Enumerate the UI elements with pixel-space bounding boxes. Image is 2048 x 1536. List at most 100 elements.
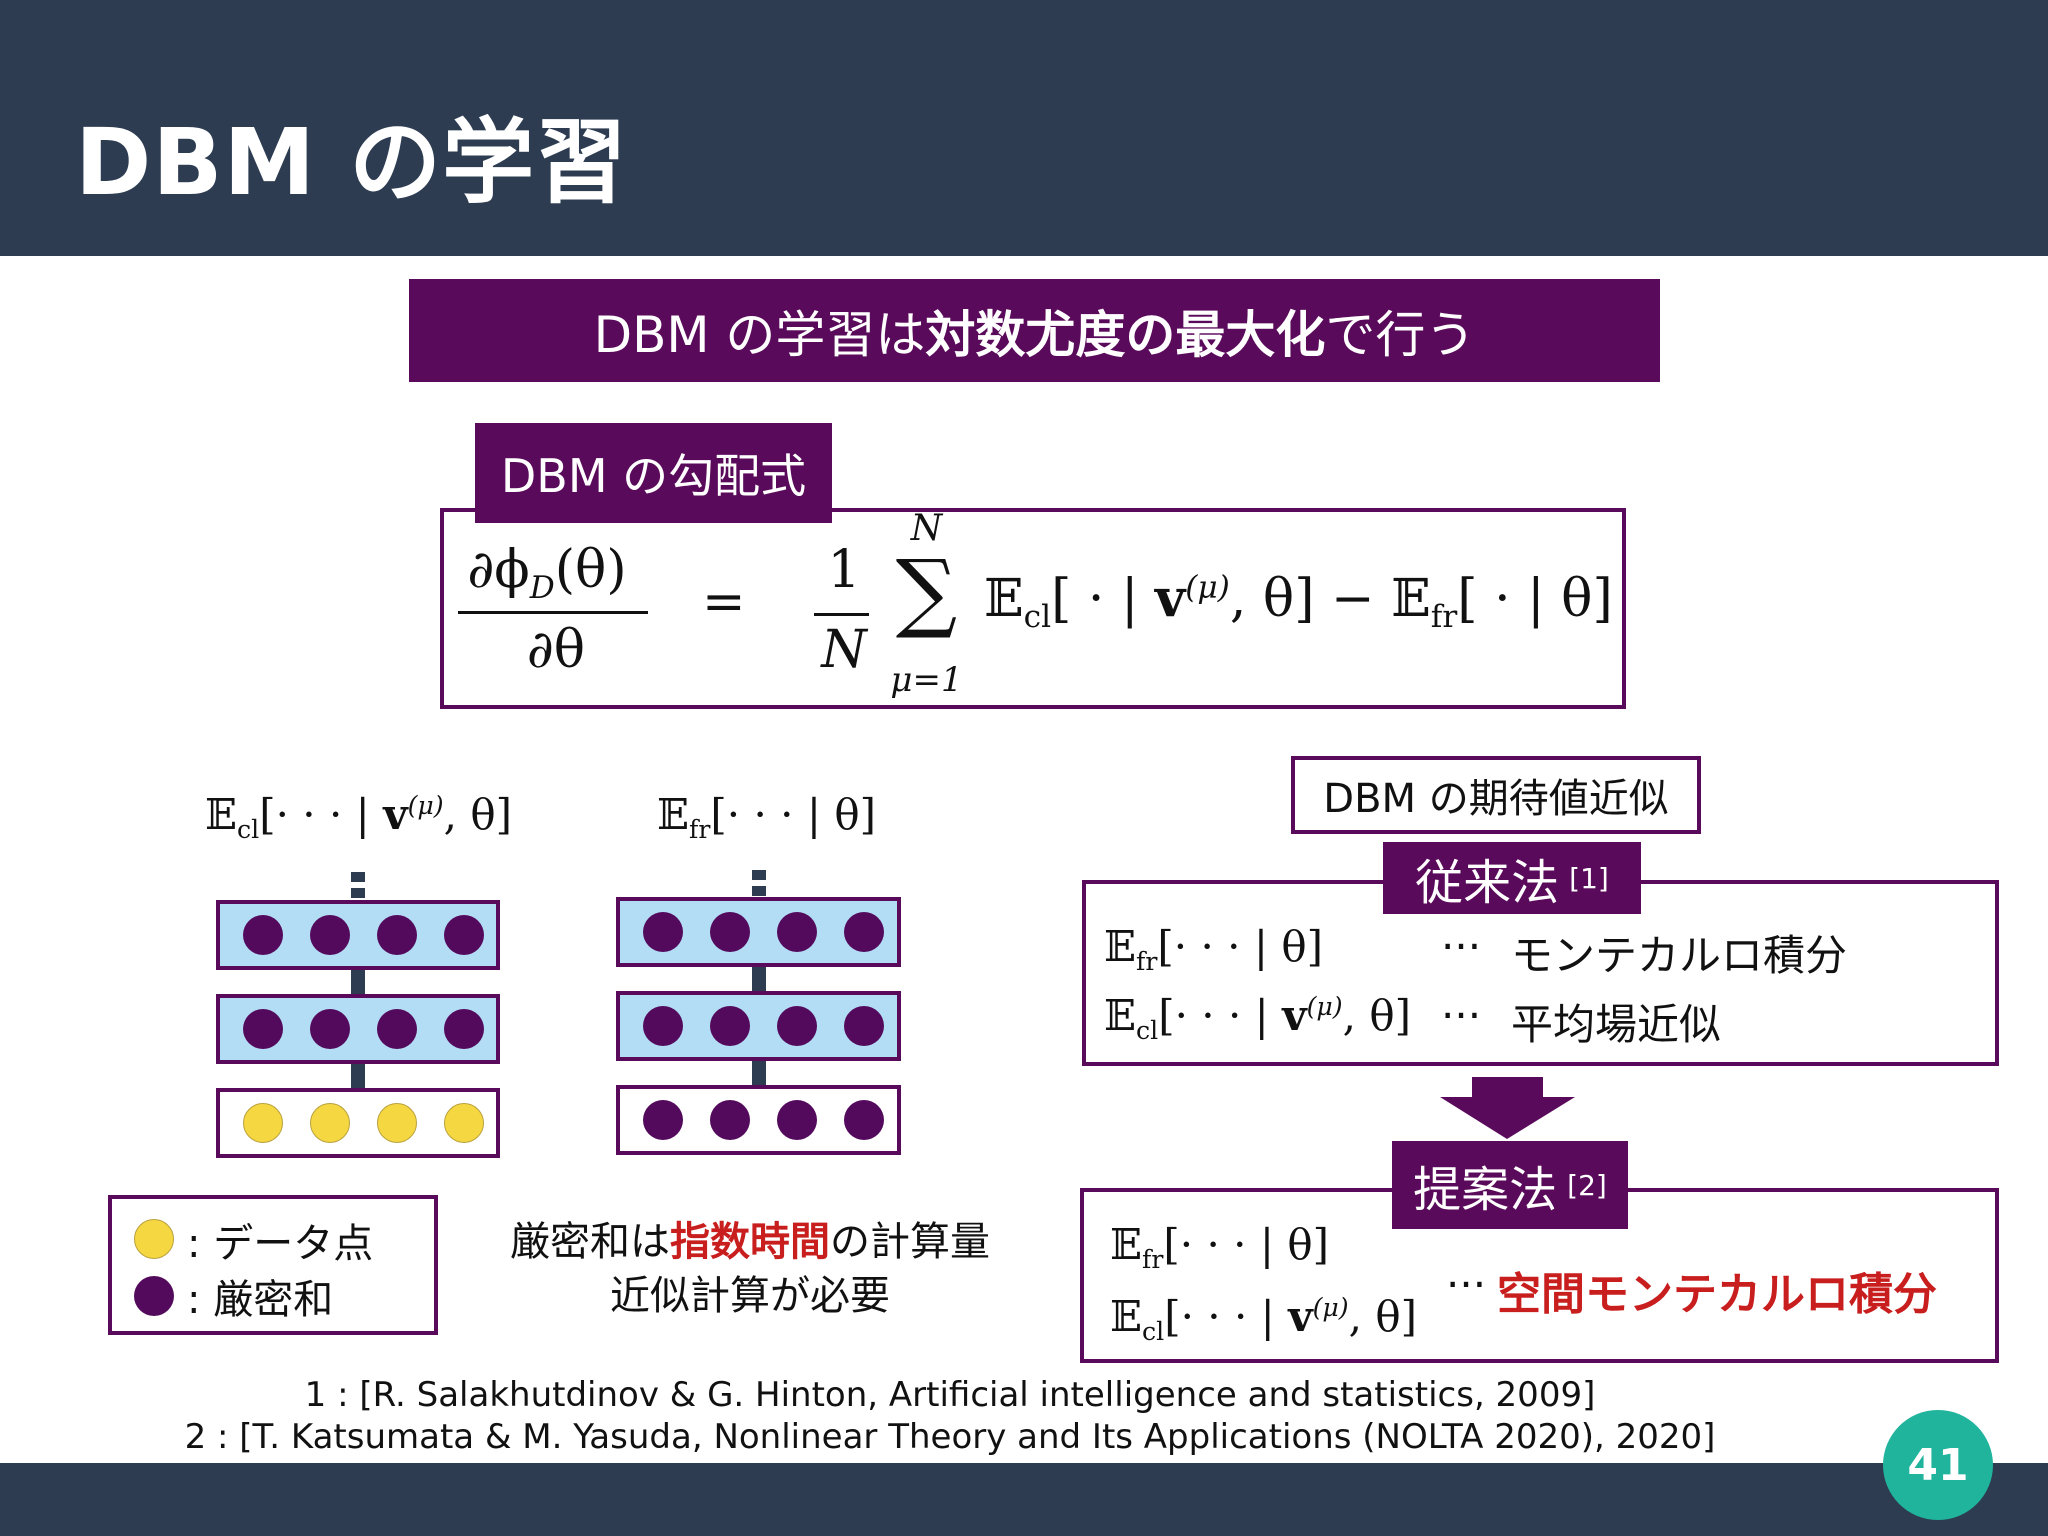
- data-point-node: [243, 1103, 283, 1143]
- conv-row2-sub: cl: [1136, 1015, 1159, 1045]
- hidden-layer-1: [216, 994, 500, 1064]
- note-pre: 厳密和は: [510, 1219, 670, 1265]
- net-left-pre: [· · · |: [259, 790, 384, 839]
- prop-row1-args: [· · · | θ]: [1163, 1220, 1330, 1269]
- prop-row2-pre: [· · · |: [1164, 1292, 1289, 1341]
- unit-node: [643, 1100, 683, 1140]
- lhs-denominator: ∂θ: [526, 620, 586, 680]
- expectation-fr-symbol: 𝔼: [1391, 569, 1431, 629]
- layer-connection: [752, 967, 766, 991]
- note-line-2: 近似計算が必要: [610, 1273, 890, 1319]
- equals-sign: =: [702, 572, 746, 632]
- banner-text-bold: 対数尤度の最大化: [925, 305, 1326, 364]
- prop-row2-expr: 𝔼cl[· · · | v(μ), θ]: [1110, 1292, 1417, 1346]
- proposed-ref: [2]: [1567, 1168, 1607, 1202]
- data-point-node: [444, 1103, 484, 1143]
- unit-node: [710, 912, 750, 952]
- unit-node: [844, 1006, 884, 1046]
- prop-row2-v: v: [1288, 1292, 1313, 1341]
- prop-row1-expr: 𝔼fr[· · · | θ]: [1110, 1220, 1329, 1274]
- conv-row1-method: モンテカルロ積分: [1511, 931, 1848, 980]
- page-number-badge: 41: [1883, 1410, 1993, 1520]
- unit-node: [710, 1100, 750, 1140]
- frac-numerator: 1: [827, 540, 861, 600]
- visible-layer: [616, 1085, 901, 1155]
- prop-row2-E: 𝔼: [1110, 1292, 1143, 1341]
- unit-node: [243, 1009, 283, 1049]
- frac-denominator: N: [821, 620, 867, 680]
- net-left-E: 𝔼: [205, 790, 238, 839]
- layer-connection: [351, 1064, 365, 1088]
- expectation-fr-sub: fr: [1430, 598, 1458, 635]
- net-left-sub: cl: [237, 814, 260, 844]
- layer-connection: [351, 970, 365, 994]
- banner-text-2: で行う: [1325, 305, 1476, 364]
- legend-box: : データ点 : 厳密和: [108, 1195, 438, 1335]
- unit-node: [777, 1100, 817, 1140]
- conventional-ref: [1]: [1569, 861, 1609, 895]
- expectation-cl-sub: cl: [1023, 598, 1052, 635]
- unit-node: [643, 912, 683, 952]
- conv-row2-dots: ···: [1441, 991, 1482, 1040]
- expectation-terms: 𝔼cl[ · | v(μ), θ] − 𝔼fr[ · | θ]: [984, 568, 1613, 635]
- unit-node: [710, 1006, 750, 1046]
- data-point-node: [310, 1103, 350, 1143]
- gradient-formula-box: ∂ϕD(θ) ∂θ = 1 N N ∑ μ=1 𝔼cl[ · | v(μ), θ…: [440, 508, 1626, 709]
- conv-row1-args: [· · · | θ]: [1157, 922, 1324, 971]
- conv-row1-E: 𝔼: [1104, 922, 1137, 971]
- reference-2: 2 : [T. Katsumata & M. Yasuda, Nonlinear…: [184, 1417, 1716, 1457]
- conv-row2-v: v: [1282, 991, 1307, 1040]
- lhs-num-arg: (θ): [554, 540, 627, 600]
- data-point-node: [377, 1103, 417, 1143]
- net-right-sub: fr: [689, 814, 711, 844]
- conv-row2-pre: [· · · |: [1158, 991, 1283, 1040]
- down-arrow-icon: [1440, 1077, 1575, 1139]
- conv-row2-sup: (μ): [1306, 991, 1343, 1021]
- gradient-tab-label: DBM の勾配式: [475, 423, 832, 523]
- lhs-fraction-bar: [458, 611, 648, 614]
- unit-node: [643, 1006, 683, 1046]
- hidden-layer-2: [216, 900, 500, 970]
- approx-title: DBM の期待値近似: [1291, 756, 1701, 834]
- network-left-label: 𝔼cl[· · · | v(μ), θ]: [205, 790, 512, 844]
- unit-node: [444, 915, 484, 955]
- exact-sum-swatch: [134, 1276, 174, 1316]
- prop-row1-sub: fr: [1142, 1244, 1164, 1274]
- conv-row2-expr: 𝔼cl[· · · | v(μ), θ]: [1104, 991, 1411, 1045]
- sum-upper-limit: N: [910, 508, 943, 549]
- expectation-cl-symbol: 𝔼: [984, 569, 1024, 629]
- unit-node: [844, 1100, 884, 1140]
- expectation-cl-end: , θ]: [1229, 569, 1315, 629]
- net-left-sup: (μ): [407, 790, 444, 820]
- conv-row2-post: , θ]: [1342, 991, 1411, 1040]
- conn-dash-top-2: [752, 886, 766, 896]
- prop-row2-sub: cl: [1142, 1316, 1165, 1346]
- proposed-method-tab: 提案法 [2]: [1392, 1141, 1628, 1229]
- expectation-cl-args: [ · |: [1051, 569, 1156, 629]
- unit-node: [777, 912, 817, 952]
- summation-symbol: ∑: [895, 542, 958, 642]
- unit-node: [377, 915, 417, 955]
- note-post: の計算量: [830, 1219, 990, 1265]
- legend-exact-sum: : 厳密和: [187, 1277, 334, 1323]
- unit-node: [777, 1006, 817, 1046]
- sum-lower-limit: μ=1: [890, 660, 963, 700]
- note-line-1: 厳密和は指数時間の計算量: [490, 1215, 1010, 1269]
- unit-node: [310, 915, 350, 955]
- proposed-label: 提案法: [1413, 1162, 1558, 1218]
- minus-sign: −: [1331, 569, 1375, 629]
- proposed-method-box: 𝔼fr[· · · | θ] 𝔼cl[· · · | v(μ), θ] ··· …: [1080, 1188, 1999, 1363]
- reference-1: 1 : [R. Salakhutdinov & G. Hinton, Artif…: [304, 1375, 1596, 1415]
- unit-node: [444, 1009, 484, 1049]
- slide-title: DBM の学習: [75, 109, 629, 216]
- expectation-cl-v: v: [1155, 568, 1186, 629]
- expectation-cl-sup: (μ): [1185, 569, 1230, 606]
- conv-row1-sub: fr: [1136, 946, 1158, 976]
- complexity-note: 厳密和は指数時間の計算量 近似計算が必要: [490, 1215, 1010, 1323]
- net-right-E: 𝔼: [657, 790, 690, 839]
- network-right-label: 𝔼fr[· · · | θ]: [657, 790, 876, 844]
- prop-row1-E: 𝔼: [1110, 1220, 1143, 1269]
- conv-row1-expr: 𝔼fr[· · · | θ]: [1104, 922, 1323, 976]
- hidden-layer-2: [616, 897, 901, 967]
- conn-dash-top-1: [351, 872, 365, 882]
